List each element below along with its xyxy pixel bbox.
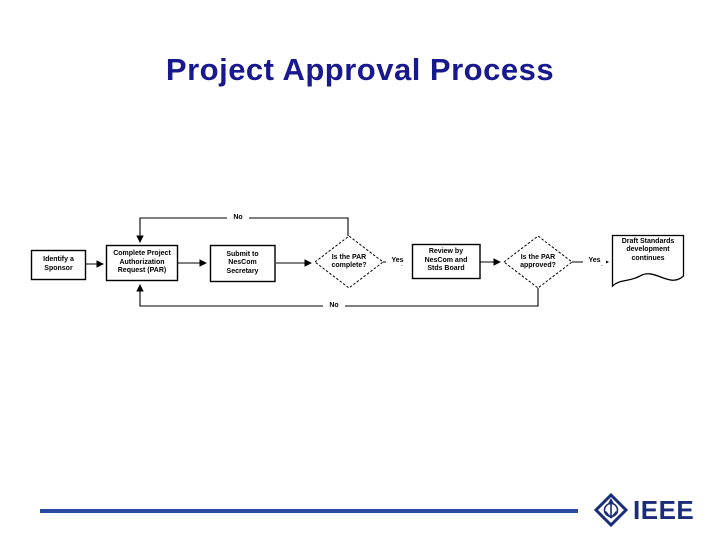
document-shape-draft-development [611, 234, 685, 288]
page-title: Project Approval Process [165, 52, 555, 87]
node-label-identify-sponsor: Identify a Sponsor [43, 256, 74, 272]
node-label-draft-development: Draft Standards development continues [621, 238, 675, 262]
edge-label-no-approved: No [323, 302, 345, 310]
process-box-identify-sponsor [30, 249, 87, 281]
decision-diamond-par-complete [314, 235, 384, 289]
edge-label-no-complete: No [227, 214, 249, 222]
node-label-par-approved-decision: Is the PAR approved? [520, 253, 556, 269]
edge-label-yes-complete: Yes [386, 257, 409, 265]
ieee-logo-wordmark: IEEE [633, 495, 695, 525]
footer-divider-rule [40, 509, 578, 513]
node-label-par-complete-decision: Is the PAR complete? [331, 253, 367, 269]
node-label-submit-nescom: Submit to NesCom Secretary [226, 250, 259, 275]
process-box-complete-par [105, 244, 179, 282]
node-label-review-nescom: Review by NesCom and Stds Board [424, 248, 468, 273]
node-label-complete-par: Complete Project Authorization Request (… [113, 250, 171, 275]
ieee-diamond-icon [593, 492, 629, 528]
process-box-review-nescom [411, 243, 481, 280]
decision-diamond-par-approved [503, 235, 573, 289]
ieee-logo: IEEE [592, 491, 694, 529]
process-box-submit-nescom [209, 244, 276, 283]
edge-label-yes-approved: Yes [583, 257, 606, 265]
